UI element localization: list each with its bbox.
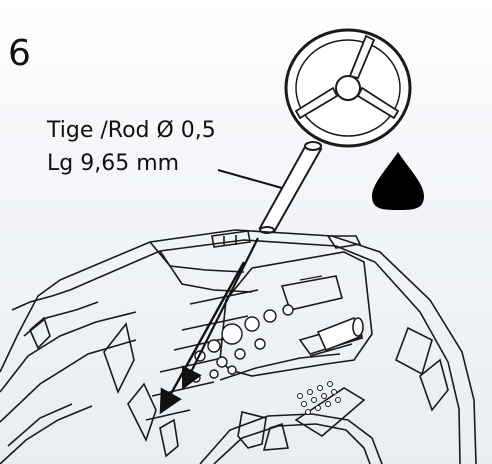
dashboard-gauges: [191, 304, 294, 383]
cylinder-part: [316, 316, 364, 352]
oil-drop-icon: [372, 152, 424, 210]
rod-spec-label: Tige /Rod Ø 0,5: [47, 118, 216, 143]
step-number: 6: [8, 33, 31, 74]
insertion-arrow-2: [182, 237, 259, 390]
tractor-body: [0, 229, 477, 464]
rod: [258, 141, 323, 234]
leader-line: [217, 169, 283, 189]
steering-wheel-icon: [284, 28, 412, 148]
insertion-arrow-1: [159, 261, 246, 415]
vent-holes: [297, 381, 341, 415]
rod-length-label: Lg 9,65 mm: [47, 151, 180, 176]
